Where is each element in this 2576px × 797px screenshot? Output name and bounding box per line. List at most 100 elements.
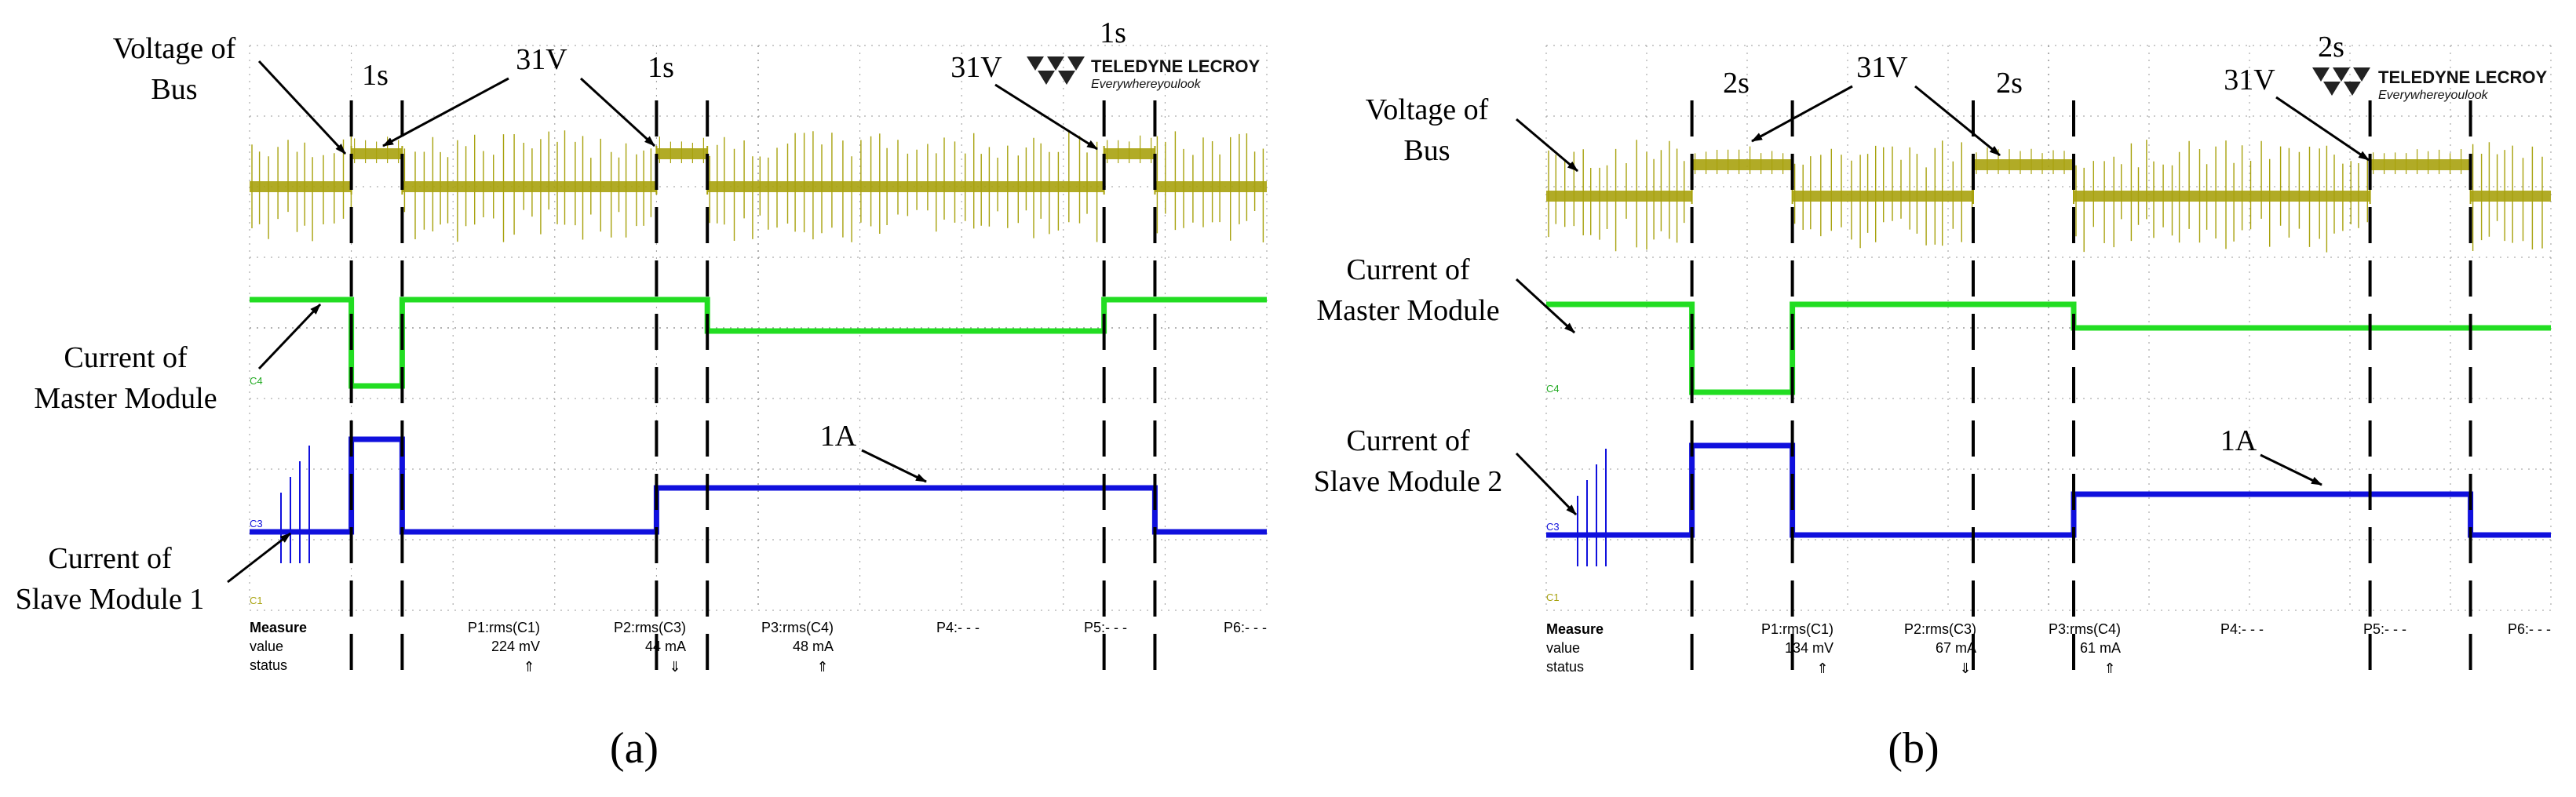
- bus-voltage-ripple: [354, 136, 400, 163]
- channel-tag-c3: C3: [250, 518, 263, 530]
- label-31v-right: 31V: [950, 51, 1002, 84]
- label-duration-2: 2s: [1996, 67, 2023, 100]
- label-duration-2: 1s: [648, 51, 674, 84]
- label-1a: 1A: [2220, 424, 2257, 457]
- arrow-slave: [1515, 452, 1578, 516]
- measure-param-p3: P3:rms(C4): [2049, 621, 2121, 637]
- label-current-of-master: Current of: [64, 341, 188, 374]
- bus-voltage-spikes: [2075, 140, 2368, 253]
- bus-voltage-spikes: [1793, 140, 1973, 249]
- time-markers: [1690, 100, 2472, 675]
- measure-status-p3: ⇑: [816, 659, 828, 675]
- bus-voltage-ripple: [1695, 146, 1784, 174]
- arrow-31v-right: [579, 77, 656, 147]
- lecroy-wing-icon: [1027, 56, 1085, 85]
- measure-param-p5: P5:- - -: [2363, 621, 2406, 637]
- arrow-1a: [861, 449, 927, 483]
- measure-param-p6: P6:- - -: [2508, 621, 2551, 637]
- label-duration-3: 2s: [2318, 31, 2344, 64]
- scope-screen-b: [1545, 45, 2552, 675]
- measure-param-p4: P4:- - -: [936, 620, 980, 635]
- measure-value-header: value: [1546, 640, 1580, 656]
- bus-voltage-ripple: [1107, 135, 1152, 163]
- bus-voltage-band: [2370, 159, 2471, 170]
- label-current-of-slave-line2: Slave Module 2: [1314, 465, 1503, 498]
- measure-status-p1: ⇑: [523, 659, 535, 675]
- arrow-31v-right: [1914, 85, 2001, 157]
- bus-voltage-band: [1973, 159, 2074, 170]
- measure-param-p1: P1:rms(C1): [468, 620, 540, 635]
- measure-value-p1: 134 mV: [1785, 640, 1833, 656]
- arrow-bus: [257, 60, 347, 155]
- label-31v-center: 31V: [516, 43, 567, 76]
- channel-tags-a: C4 C3 C1: [250, 375, 263, 606]
- channel-tags-b: C4 C3 C1: [1546, 383, 1560, 603]
- brand-tagline: Everywhereyoulook: [1091, 78, 1202, 91]
- arrow-slave: [227, 532, 291, 584]
- slave-current-glitch: [1577, 449, 1607, 566]
- teledyne-logo-b: TELEDYNE LECROY Everywhereyoulook: [2312, 67, 2547, 102]
- label-voltage-of-bus: Voltage of: [1366, 93, 1489, 126]
- annotations-a: Voltage of Bus Current of Master Module …: [16, 16, 1126, 616]
- label-31v-center: 31V: [1856, 51, 1908, 84]
- panel-a: C4 C3 C1 TELEDYNE LECROY Everywhereyoulo…: [16, 16, 1268, 773]
- bus-voltage-band: [250, 181, 352, 192]
- label-current-of-slave-line2: Slave Module 1: [16, 583, 205, 616]
- label-1a: 1A: [820, 420, 857, 453]
- bus-voltage-band: [1792, 191, 1973, 202]
- measure-status-p2: ⇓: [669, 659, 680, 675]
- arrow-master: [257, 303, 322, 370]
- bus-voltage-spikes: [1548, 140, 1685, 252]
- channel-tag-c1: C1: [250, 595, 263, 606]
- measure-param-p2: P2:rms(C3): [1904, 621, 1976, 637]
- bus-voltage-ripple: [1976, 147, 2065, 174]
- bus-voltage-ripple: [659, 136, 704, 163]
- panel-b: C4 C3 C1 TELEDYNE LECROY Everywhereyoulo…: [1314, 31, 2552, 773]
- arrow-1a: [2260, 453, 2322, 486]
- panel-caption-a: (a): [610, 724, 659, 773]
- label-current-of-master: Current of: [1346, 253, 1470, 286]
- label-current-of-master-line2: Master Module: [1316, 294, 1499, 327]
- bus-voltage-spikes: [403, 130, 652, 242]
- measure-status-p1: ⇑: [1816, 661, 1828, 676]
- scope-screen-a: [249, 45, 1268, 675]
- label-duration-1: 2s: [1723, 67, 1750, 100]
- channel-tag-c4: C4: [250, 375, 263, 387]
- brand-name: TELEDYNE LECROY: [2378, 67, 2547, 87]
- label-voltage-of-bus-line2: Bus: [1403, 134, 1450, 167]
- annotations-b: Voltage of Bus Current of Master Module …: [1314, 31, 2370, 516]
- arrow-31v-far-right: [2275, 96, 2370, 162]
- bus-voltage-band: [1155, 181, 1267, 192]
- arrow-31v-left: [1751, 85, 1853, 143]
- slave-current-glitch: [280, 446, 310, 563]
- measure-value-p3: 48 mA: [793, 639, 834, 654]
- arrow-31v-left: [382, 77, 509, 147]
- measure-param-p3: P3:rms(C4): [761, 620, 834, 635]
- bus-voltage-spikes: [709, 131, 1098, 242]
- label-current-of-master-line2: Master Module: [34, 382, 217, 415]
- arrow-master: [1515, 278, 1576, 334]
- bus-voltage-band: [2470, 191, 2551, 202]
- measure-status-p2: ⇓: [1959, 661, 1971, 676]
- label-current-of-slave: Current of: [48, 542, 172, 575]
- measure-param-p1: P1:rms(C1): [1761, 621, 1833, 637]
- measure-param-p6: P6:- - -: [1224, 620, 1267, 635]
- bus-voltage-spikes: [2472, 142, 2543, 251]
- bus-voltage-band: [707, 181, 1104, 192]
- measure-status-p3: ⇑: [2103, 661, 2115, 676]
- label-voltage-of-bus: Voltage of: [113, 32, 236, 65]
- teledyne-logo-a: TELEDYNE LECROY Everywhereyoulook: [1027, 56, 1260, 91]
- measure-header: Measure: [1546, 621, 1604, 637]
- bus-voltage-band: [1691, 159, 1793, 170]
- bus-voltage-band: [2074, 191, 2370, 202]
- label-current-of-slave: Current of: [1346, 424, 1470, 457]
- panel-caption-b: (b): [1888, 724, 1939, 773]
- channel-tag-c4: C4: [1546, 383, 1560, 395]
- measure-header: Measure: [250, 620, 307, 635]
- bus-voltage-spikes: [1156, 131, 1264, 242]
- measure-param-p5: P5:- - -: [1084, 620, 1127, 635]
- measure-status-header: status: [250, 657, 287, 673]
- channel-tag-c1: C1: [1546, 591, 1560, 603]
- measure-value-p1: 224 mV: [491, 639, 540, 654]
